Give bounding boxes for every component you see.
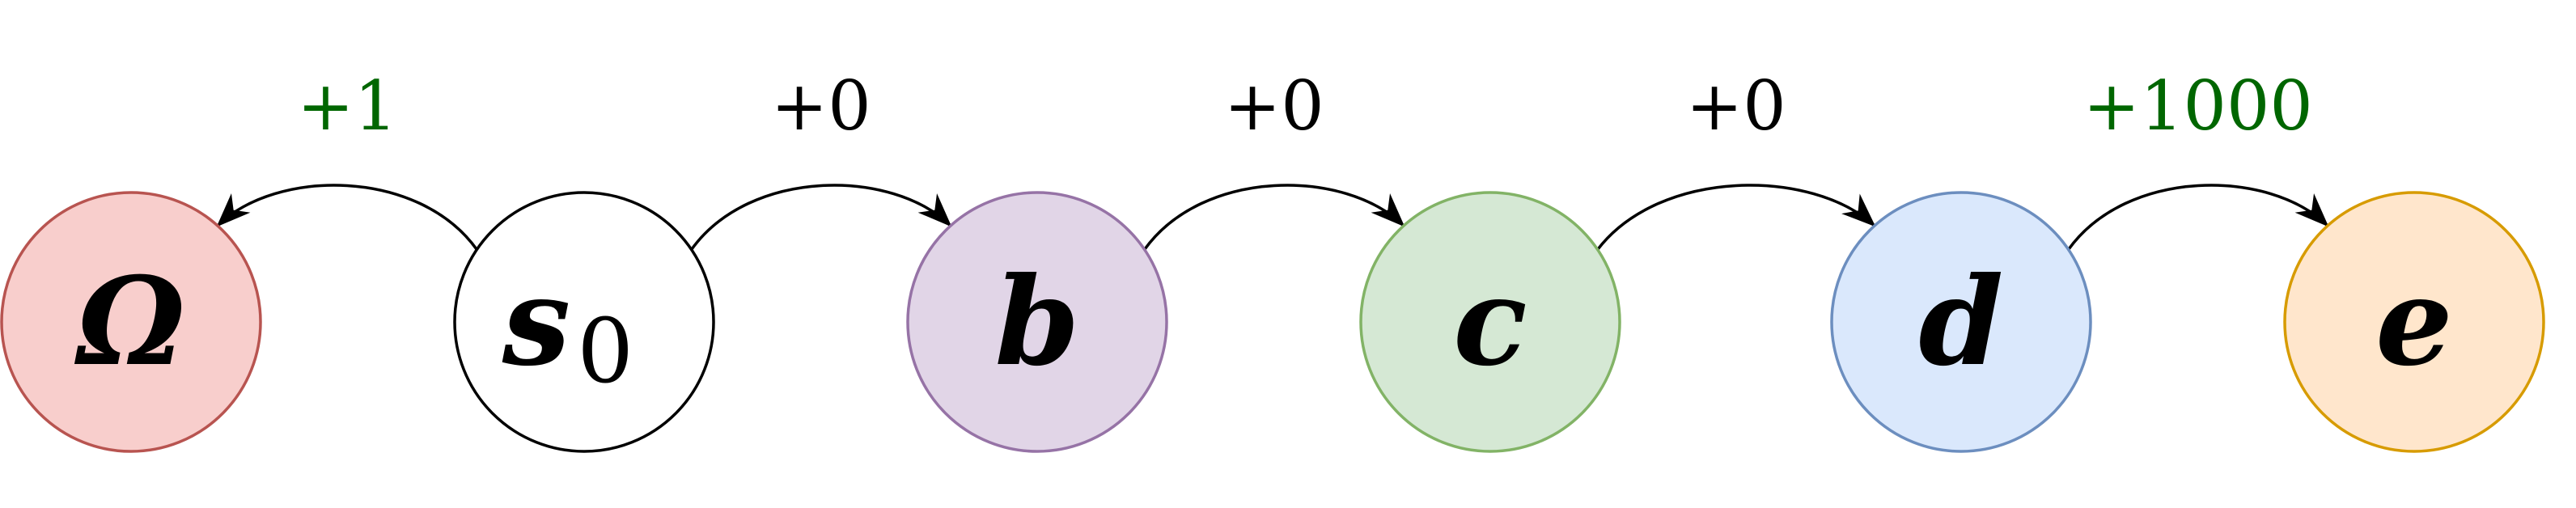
- node-d-label: d: [1919, 251, 2004, 393]
- edge-curve: [1143, 184, 1405, 251]
- edge-curve: [690, 184, 952, 251]
- reward-label-d-to-e: +1000: [2083, 66, 2313, 146]
- node-d-circle: [1830, 191, 2092, 453]
- node-s0-label: s0: [502, 251, 633, 403]
- arrowhead-icon: [1371, 193, 1405, 227]
- reward-label-b-to-c: +0: [1224, 66, 1324, 146]
- node-omega-symbol: Ω: [74, 251, 185, 393]
- node-e-symbol: e: [2375, 251, 2452, 393]
- edge-c-to-d: [1596, 184, 1876, 251]
- node-c-symbol: c: [1453, 251, 1527, 393]
- edge-d-to-e: [2067, 184, 2329, 251]
- edge-curve: [2067, 184, 2329, 251]
- arrowhead-icon: [1841, 193, 1876, 227]
- arrowhead-icon: [2294, 193, 2329, 227]
- node-c-circle: [1359, 191, 1621, 453]
- edge-s0-to-b: [690, 184, 952, 251]
- node-b-circle: [906, 191, 1168, 453]
- node-e-circle: [2283, 191, 2545, 453]
- edge-s0-to-omega: [216, 184, 478, 251]
- node-b: b: [906, 191, 1168, 453]
- node-e: e: [2283, 191, 2545, 453]
- edge-b-to-c: [1143, 184, 1405, 251]
- node-d: d: [1830, 191, 2092, 453]
- reward-label-s0-to-omega: +1: [297, 66, 397, 146]
- reward-label-c-to-d: +0: [1686, 66, 1786, 146]
- node-d-symbol: d: [1919, 251, 2004, 393]
- node-s0-subscript: 0: [577, 299, 633, 403]
- edge-curve: [1596, 184, 1876, 251]
- node-omega-label: Ω: [74, 251, 185, 393]
- node-omega-circle: [0, 191, 262, 453]
- arrowhead-icon: [917, 193, 952, 227]
- node-b-label: b: [995, 251, 1080, 393]
- reward-label-s0-to-b: +0: [771, 66, 871, 146]
- node-s0-circle: [453, 191, 715, 453]
- node-c: c: [1359, 191, 1621, 453]
- node-s0: s0: [453, 191, 715, 453]
- arrowhead-icon: [216, 193, 251, 227]
- node-s0-symbol: s: [502, 251, 570, 393]
- edges-layer: [216, 184, 2329, 251]
- node-b-symbol: b: [995, 251, 1080, 393]
- edge-curve: [216, 184, 478, 251]
- node-e-label: e: [2375, 251, 2452, 393]
- rewards-layer: +1 +0 +0 +0 +1000: [297, 66, 2313, 146]
- node-c-label: c: [1453, 251, 1527, 393]
- node-omega: Ω: [0, 191, 262, 453]
